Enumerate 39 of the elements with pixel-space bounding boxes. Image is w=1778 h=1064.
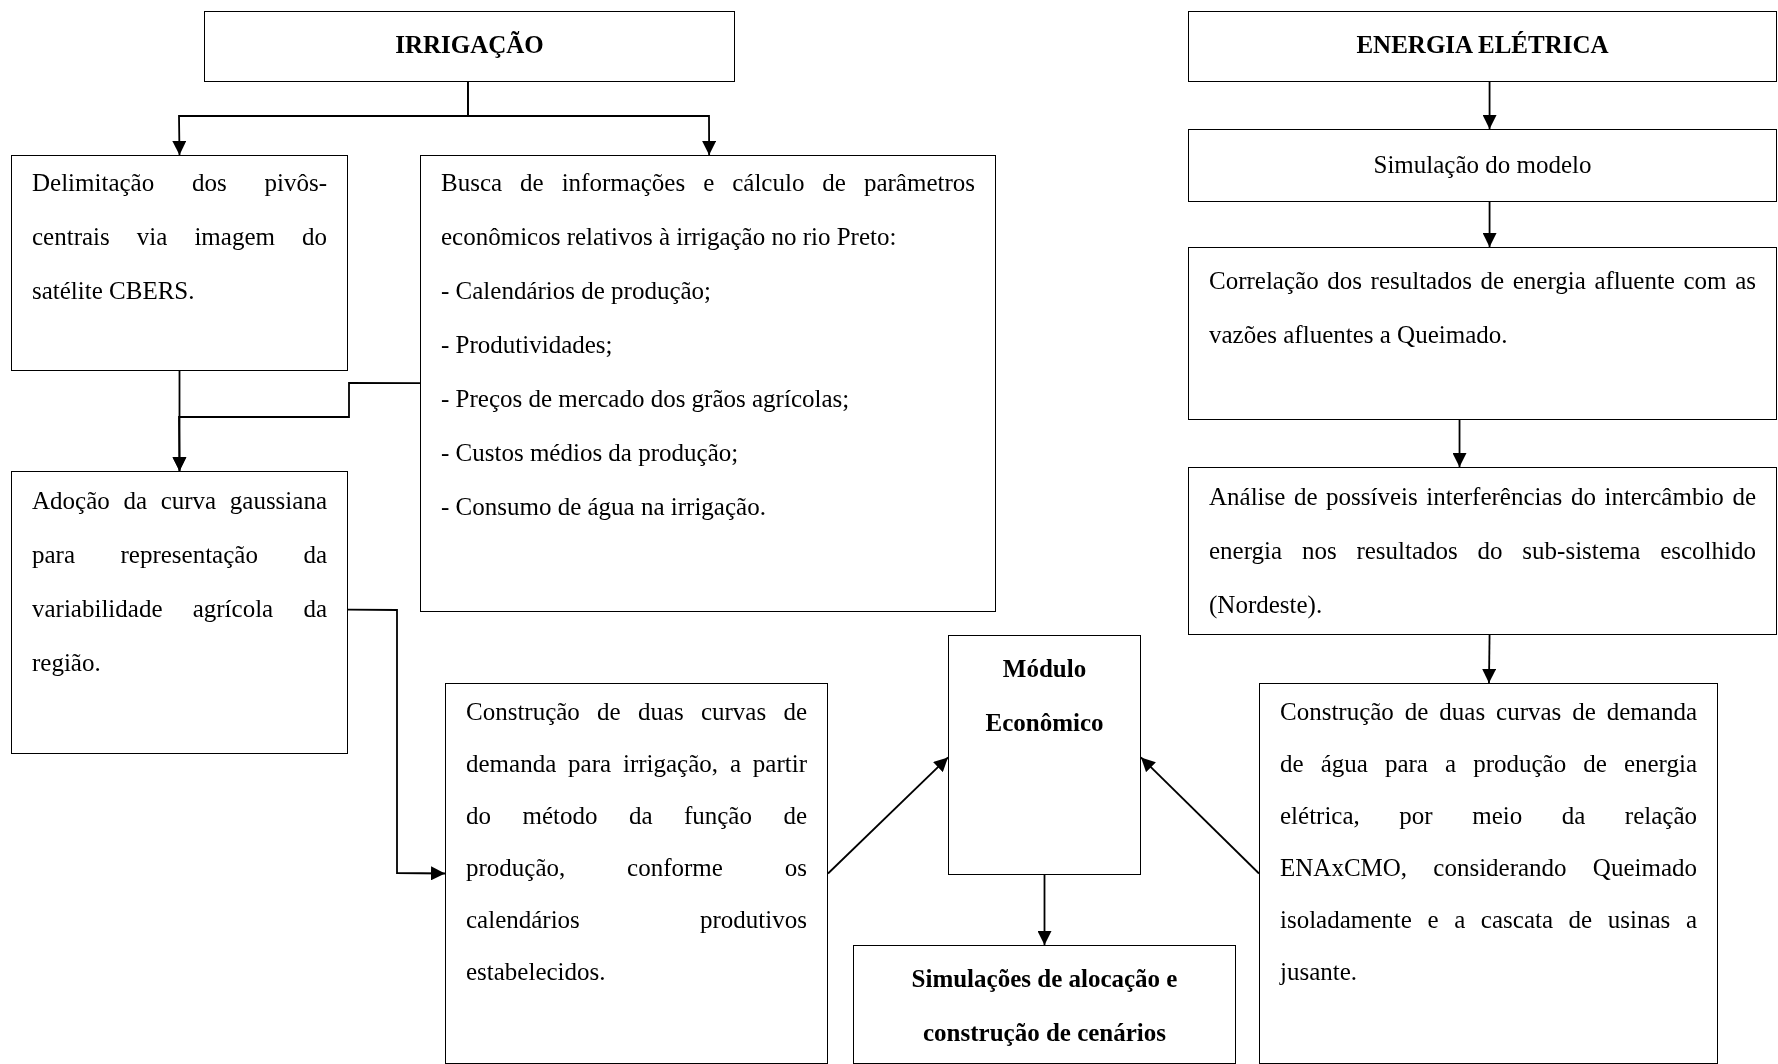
process-box bbox=[948, 635, 1141, 875]
process-box bbox=[1188, 467, 1777, 635]
box-text: Módulo Econômico bbox=[984, 654, 1105, 738]
arrow bbox=[827, 756, 949, 875]
box-text: Simulação do modelo bbox=[1372, 150, 1593, 180]
process-box bbox=[11, 155, 348, 371]
process-box bbox=[204, 11, 735, 82]
process-box bbox=[1188, 11, 1777, 82]
box-text: ENERGIA ELÉTRICA bbox=[1355, 30, 1610, 60]
arrow bbox=[1482, 634, 1497, 684]
box-text: Adoção da curva gaussiana para representação da variabilidade agrícola da região. bbox=[32, 486, 327, 678]
box-text: - Produtividades; bbox=[441, 330, 614, 360]
arrow bbox=[1140, 756, 1260, 875]
process-box bbox=[445, 683, 828, 1064]
box-text: - Calendários de produção; bbox=[441, 276, 713, 306]
process-box bbox=[1259, 683, 1718, 1064]
process-box bbox=[11, 471, 348, 754]
box-text: - Preços de mercado dos grãos agrícolas; bbox=[441, 384, 851, 414]
box-text: Simulações de alocação e construção de cenários bbox=[910, 964, 1179, 1048]
arrow bbox=[467, 81, 717, 156]
box-text: Construção de duas curvas de demanda de água para a produção de energia elétrica, por meio da relação ENAxCMO, considerando Queimado isoladamente e a cascata de usinas a jusante. bbox=[1280, 697, 1697, 987]
box-text: IRRIGAÇÃO bbox=[394, 30, 545, 60]
box-text: - Custos médios da produção; bbox=[441, 438, 740, 468]
process-box bbox=[420, 155, 996, 612]
box-text: - Consumo de água na irrigação. bbox=[441, 492, 767, 522]
arrow bbox=[1452, 419, 1467, 468]
process-box bbox=[1188, 247, 1777, 420]
box-text: Correlação dos resultados de energia afluente com as vazões afluentes a Queimado. bbox=[1209, 266, 1756, 350]
arrow bbox=[1482, 81, 1497, 130]
process-box bbox=[1188, 129, 1777, 202]
box-text: Busca de informações e cálculo de parâmetros econômicos relativos à irrigação no rio Preto: bbox=[441, 168, 975, 252]
arrow bbox=[1482, 201, 1497, 248]
arrow bbox=[347, 608, 446, 881]
box-text: Análise de possíveis interferências do intercâmbio de energia nos resultados do sub-sistema escolhido (Nordeste). bbox=[1209, 482, 1756, 621]
box-text: Delimitação dos pivôs-centrais via imagem do satélite CBERS. bbox=[32, 168, 327, 306]
box-text: Construção de duas curvas de demanda para irrigação, a partir do método da função de produção, conforme os calendários produtivos estabelecidos. bbox=[466, 697, 807, 987]
process-box bbox=[853, 945, 1236, 1064]
arrow bbox=[1037, 874, 1052, 946]
arrow bbox=[172, 382, 421, 472]
